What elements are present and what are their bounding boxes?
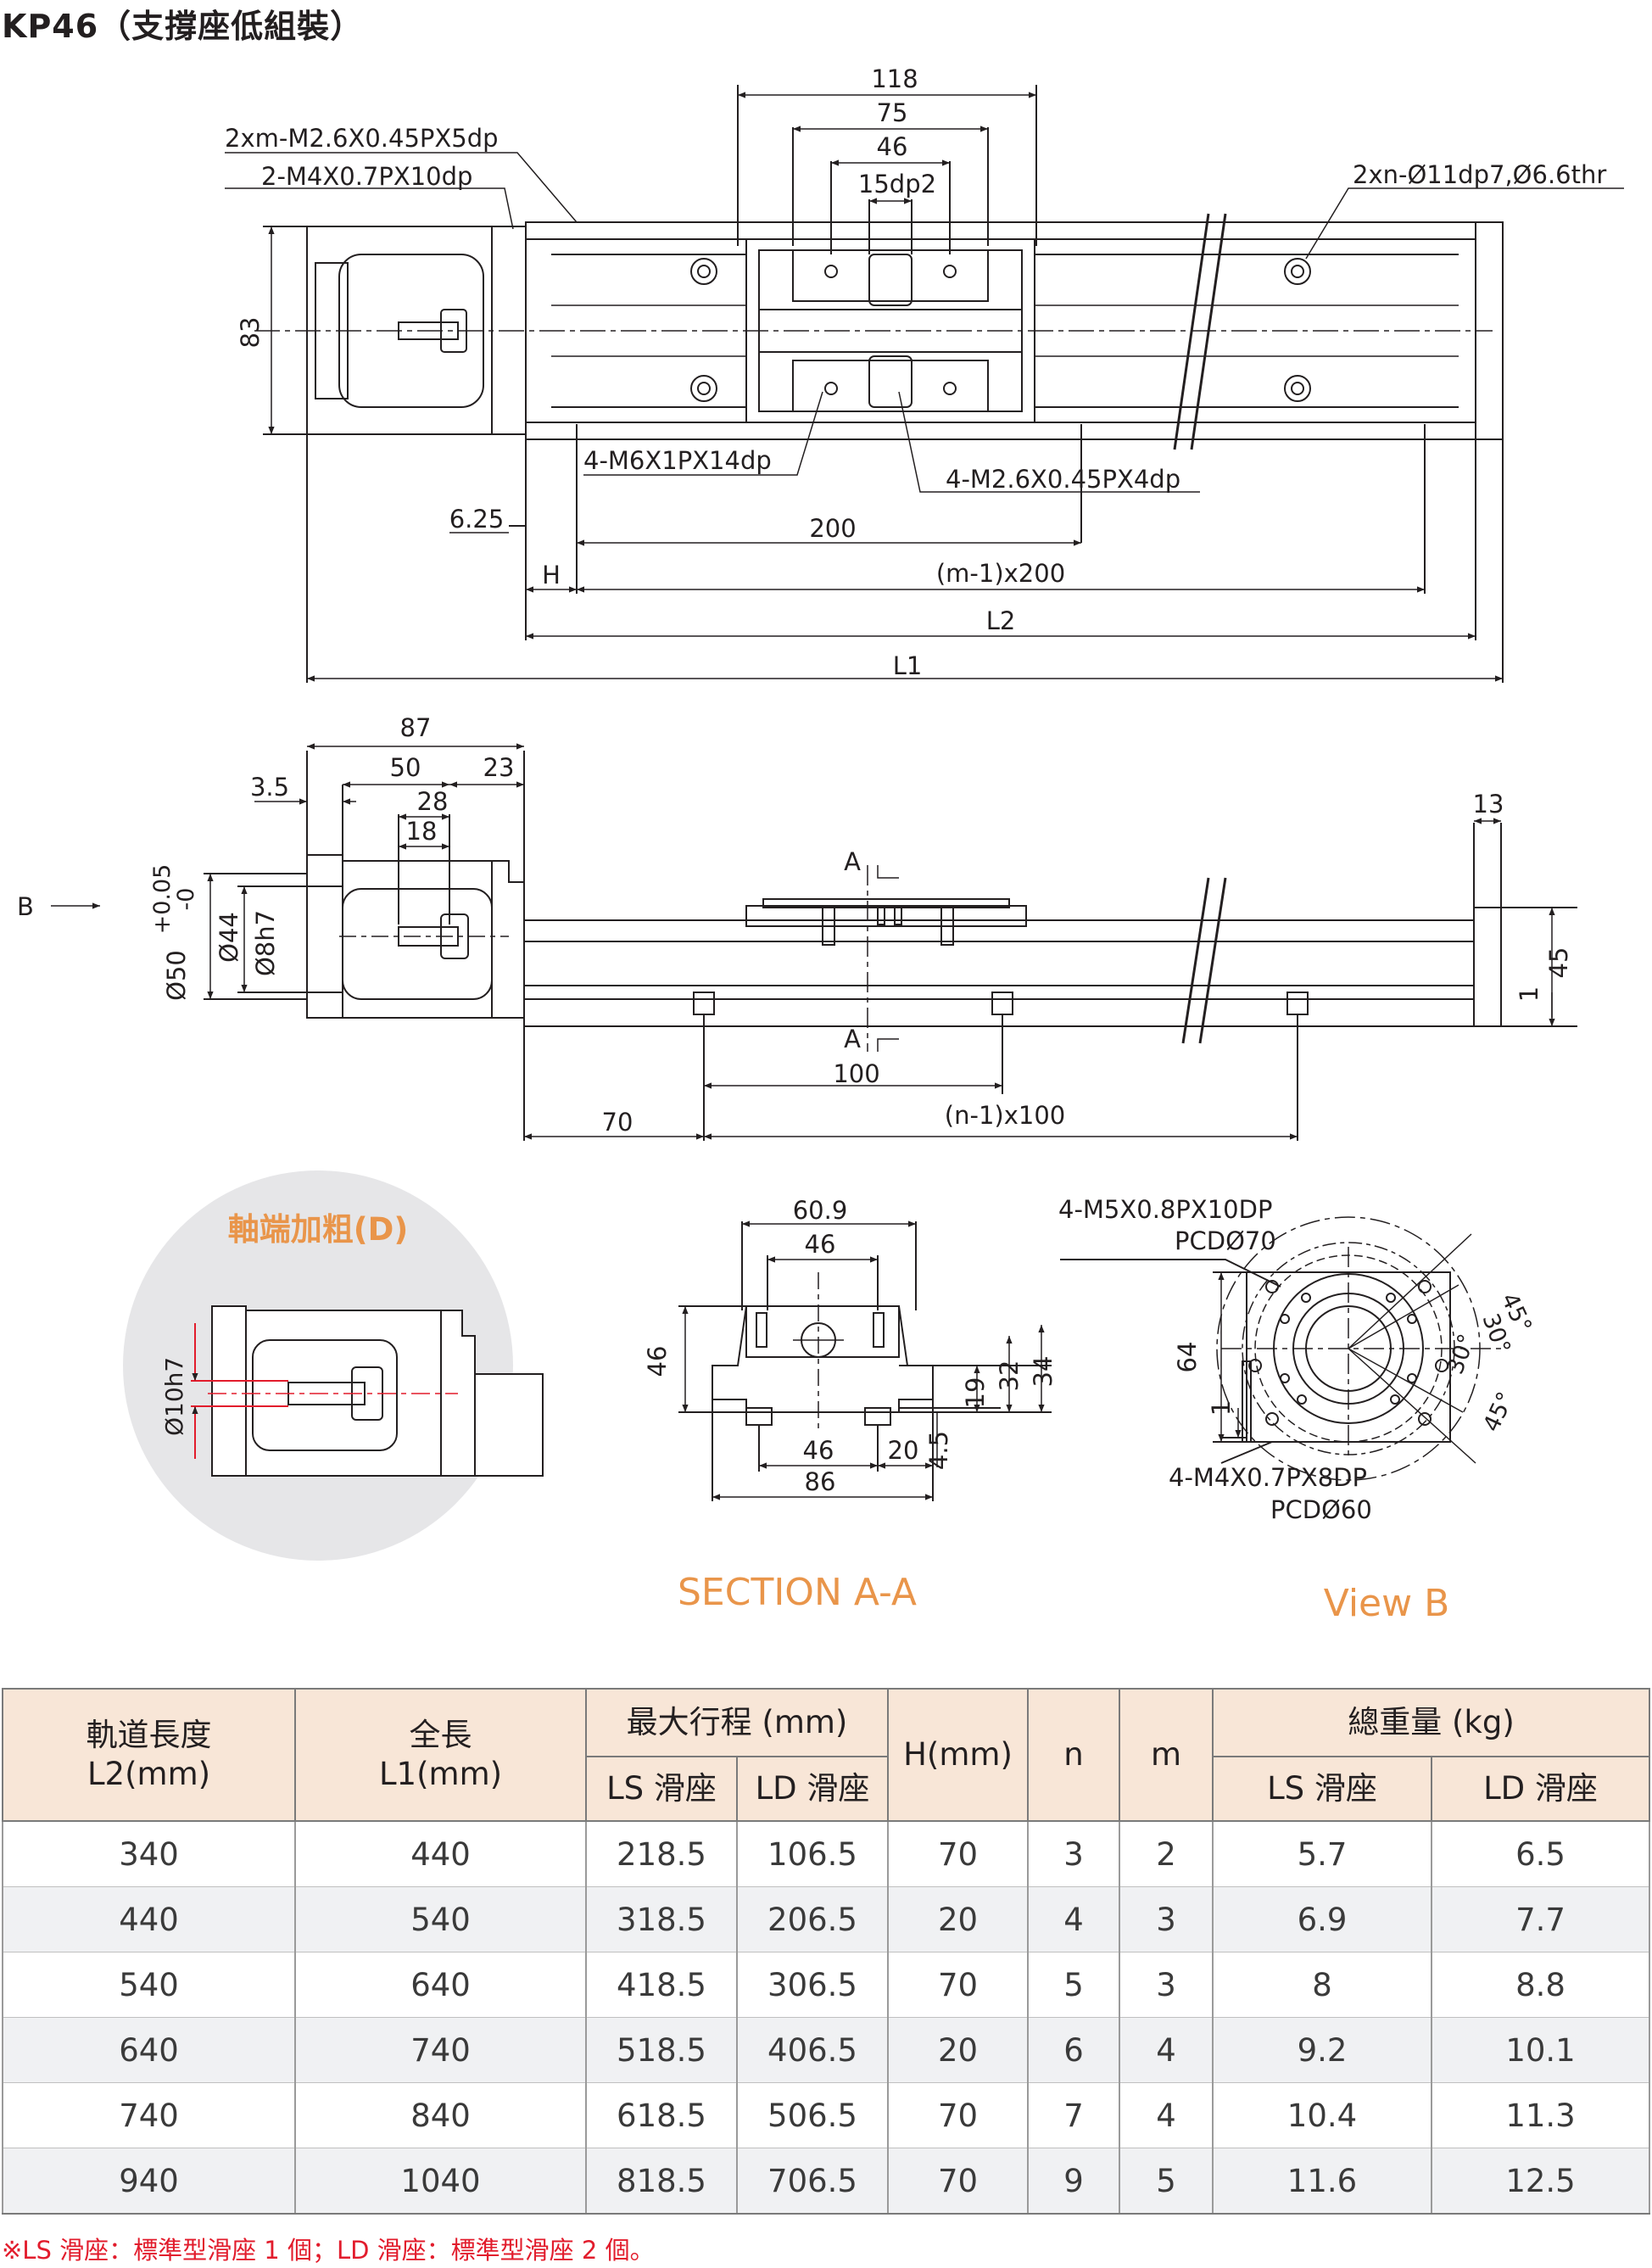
svg-text:46: 46 [643,1346,672,1377]
svg-text:+0.05: +0.05 [149,864,176,935]
header-ls-stroke: LS 滑座 [585,1756,738,1822]
svg-text:4.5: 4.5 [924,1431,953,1470]
svg-text:18: 18 [406,817,438,846]
svg-text:4-M4X0.7PX8DP: 4-M4X0.7PX8DP [1169,1463,1367,1492]
page-title: KP46（支撐座低組裝） [2,8,364,45]
svg-text:Ø8h7: Ø8h7 [251,910,280,976]
side-view-dimension-text: 87 50 23 28 18 3.5 13 45 1 100 70 (n-1)x… [17,713,1573,1137]
view-b-text: 4-M5X0.8PX10DP PCDØ70 4-M4X0.7PX8DP PCDØ… [1058,1195,1537,1524]
footnote: ※LS 滑座：標準型滑座 1 個；LD 滑座：標準型滑座 2 個。 [2,2236,655,2265]
detail-circle: 軸端加粗(D) Ø10h7 [123,1170,544,1561]
header-max-stroke: 最大行程 (mm) [585,1688,889,1757]
svg-text:118: 118 [871,64,918,93]
svg-text:200: 200 [809,514,856,543]
svg-text:2-M4X0.7PX10dp: 2-M4X0.7PX10dp [261,162,472,191]
view-b [1060,1216,1501,1481]
header-m: m [1119,1688,1214,1822]
phi10-label: Ø10h7 [160,1357,188,1436]
top-view-dimension-lines [225,92,1624,682]
svg-text:34: 34 [1029,1356,1058,1388]
svg-text:45: 45 [1544,947,1573,979]
svg-text:100: 100 [833,1059,879,1088]
svg-text:2xm-M2.6X0.45PX5dp: 2xm-M2.6X0.45PX5dp [225,124,499,153]
section-dimension-lines [682,1221,1045,1500]
pcd70-holes [1265,1280,1432,1426]
header-h: H(mm) [887,1688,1029,1822]
svg-text:1: 1 [1515,986,1543,1002]
side-view [204,751,1577,1141]
svg-text:19: 19 [961,1377,990,1409]
svg-text:60.9: 60.9 [793,1196,848,1225]
counterbore-holes [690,258,1311,402]
svg-text:(m-1)x200: (m-1)x200 [936,559,1065,588]
svg-text:H: H [542,561,561,589]
svg-text:87: 87 [400,713,432,742]
svg-text:A: A [844,1025,861,1053]
view-b-title: View B [1324,1582,1450,1625]
svg-text:45°: 45° [1478,1388,1519,1435]
svg-text:28: 28 [417,787,449,816]
svg-text:PCDØ60: PCDØ60 [1270,1495,1372,1524]
svg-text:20: 20 [888,1436,919,1465]
svg-text:50: 50 [390,753,421,782]
svg-text:Ø50: Ø50 [162,950,191,1001]
svg-text:2xn-Ø11dp7,Ø6.6thr: 2xn-Ø11dp7,Ø6.6thr [1353,160,1606,189]
svg-text:83: 83 [236,317,265,349]
svg-text:30°: 30° [1442,1331,1480,1378]
section-title: SECTION A-A [678,1571,917,1614]
section-dimension-text: 60.9 46 46 19 32 34 4.5 46 20 86 [643,1196,1058,1496]
top-view-dimension-text: 118 75 46 15dp2 83 6.25 200 H (m-1)x200 … [236,64,1065,680]
header-ld-weight: LD 滑座 [1430,1756,1651,1822]
svg-text:4-M6X1PX14dp: 4-M6X1PX14dp [583,446,772,475]
svg-text:70: 70 [602,1108,633,1137]
svg-text:(n-1)x100: (n-1)x100 [945,1101,1065,1130]
svg-text:15dp2: 15dp2 [858,170,936,198]
svg-text:64: 64 [1173,1342,1202,1373]
svg-text:L1: L1 [893,651,923,680]
svg-text:3.5: 3.5 [250,773,289,802]
svg-text:4-M2.6X0.45PX4dp: 4-M2.6X0.45PX4dp [946,465,1180,494]
header-n: n [1027,1688,1120,1822]
side-view-dimension-lines [51,743,1555,1140]
svg-text:75: 75 [877,98,908,127]
svg-text:46: 46 [805,1230,836,1259]
view-b-dimension-lines [1218,1272,1242,1442]
svg-text:L2: L2 [986,606,1016,635]
svg-text:23: 23 [483,753,515,782]
technical-drawing: 118 75 46 15dp2 83 6.25 200 H (m-1)x200 … [17,64,1624,1625]
svg-text:4-M5X0.8PX10DP: 4-M5X0.8PX10DP [1058,1195,1272,1224]
svg-text:13: 13 [1473,790,1504,818]
svg-text:1: 1 [1207,1400,1236,1416]
svg-text:-0: -0 [173,888,199,911]
svg-text:PCDØ70: PCDØ70 [1175,1226,1276,1255]
header-ld-stroke: LD 滑座 [736,1756,889,1822]
svg-text:6.25: 6.25 [449,505,505,533]
svg-text:B: B [17,892,34,921]
top-view [254,85,1504,683]
header-weight: 總重量 (kg) [1211,1688,1651,1757]
svg-text:Ø44: Ø44 [215,912,243,963]
detail-title: 軸端加粗(D) [228,1211,409,1248]
top-view-callouts: 2xm-M2.6X0.45PX5dp 2-M4X0.7PX10dp 2xn-Ø1… [225,124,1606,494]
pcd60-holes [1248,1293,1448,1405]
svg-text:46: 46 [877,132,908,161]
svg-text:46: 46 [803,1436,834,1465]
svg-text:86: 86 [805,1467,836,1496]
svg-text:A: A [844,847,861,876]
header-ls-weight: LS 滑座 [1212,1756,1432,1822]
svg-text:32: 32 [995,1360,1024,1392]
